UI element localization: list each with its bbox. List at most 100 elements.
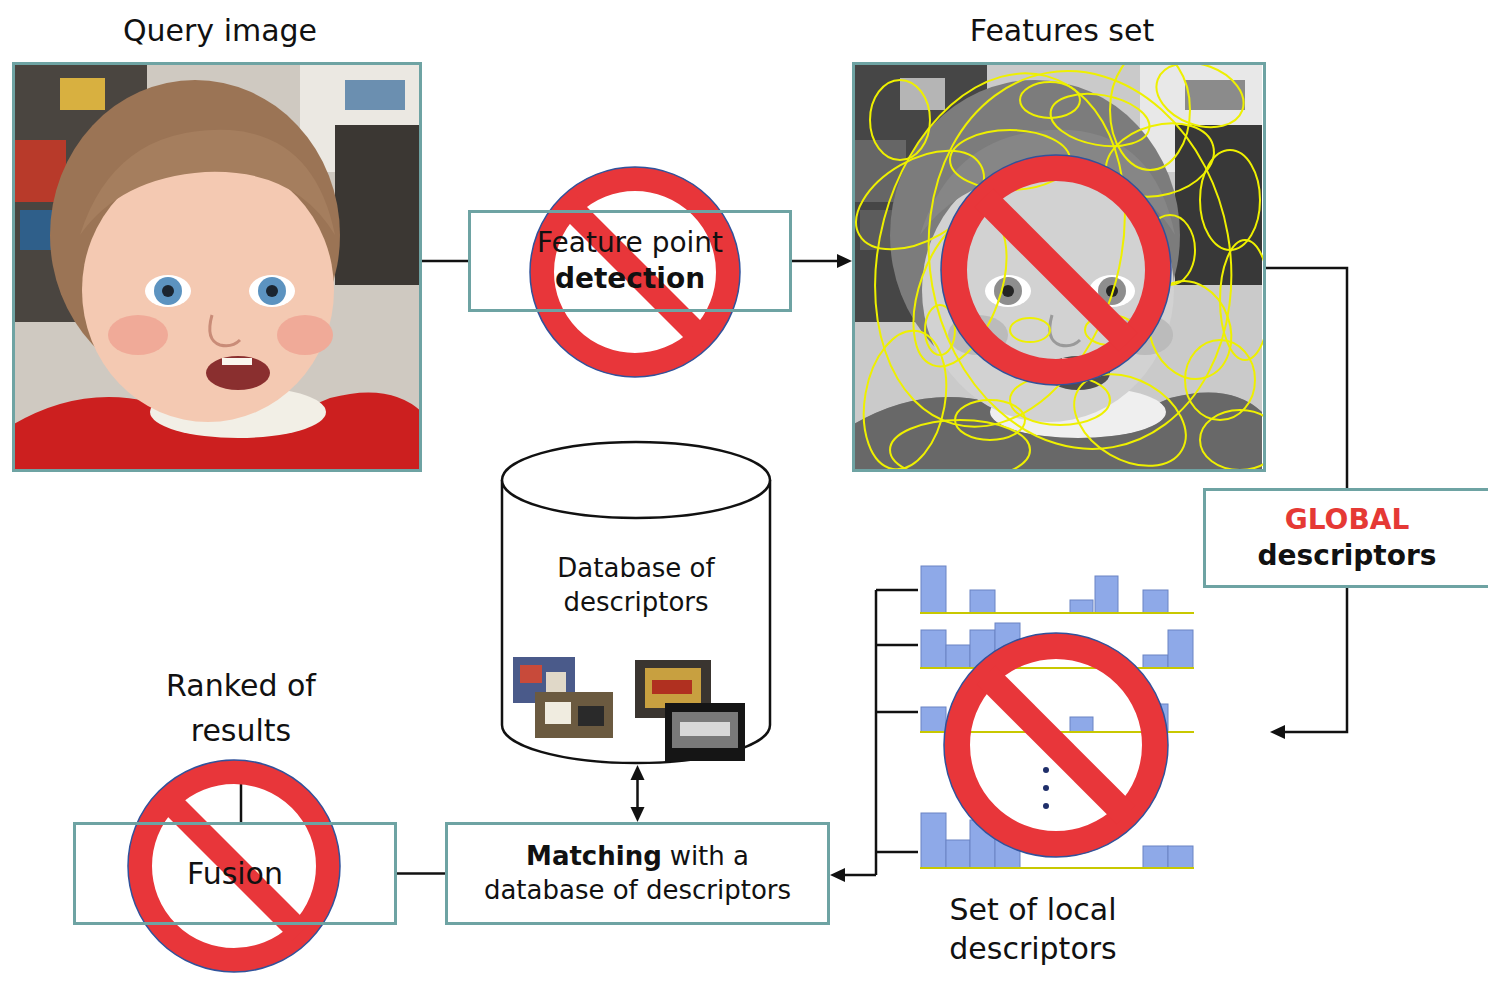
text-wrap: GLOBALdescriptors [1258, 502, 1437, 575]
prohibition-signs-part [944, 633, 1168, 857]
connector [792, 254, 852, 268]
node-text: Feature point [537, 225, 723, 261]
histogram-set-part-part [921, 566, 946, 613]
descriptor-bracket-part [875, 590, 878, 875]
process-box: Matchingwith a database of descriptors [445, 822, 830, 925]
node-text: Query image [0, 11, 455, 50]
histogram-set-part-part [921, 630, 946, 668]
prohibition-signs-part [941, 155, 1171, 385]
descriptor-bracket-part [876, 711, 918, 714]
connector-line [840, 874, 876, 877]
prohibition-signs-part [530, 167, 740, 377]
free-label: Ranked of results [131, 663, 351, 753]
cylinder-part [680, 722, 730, 736]
features-photo-part [852, 62, 1262, 472]
histogram-set-part-part [1143, 590, 1168, 613]
prohibition-signs-part-part [975, 189, 1138, 352]
node-text: GLOBAL [1258, 502, 1437, 538]
text-wrap: Database of descriptors [500, 552, 772, 620]
features-photo-part-part [1110, 62, 1190, 170]
histogram-set-part-part [1168, 630, 1193, 668]
histogram-set-part-part [946, 840, 970, 868]
prohibition-signs-part-part [977, 666, 1135, 824]
histogram-set-part-part [921, 813, 946, 868]
connector-line [1280, 588, 1347, 732]
node-text: detection [537, 261, 723, 297]
features-photo-part-part [899, 62, 1260, 472]
cylinder-part [535, 692, 613, 738]
image-panel: Query image [12, 62, 422, 472]
histogram-set-part-part [920, 667, 1194, 669]
features-photo-part-part [852, 62, 1162, 455]
features-photo-part-part [853, 324, 956, 472]
features-photo-part-part [955, 400, 1025, 440]
features-photo-part-part [1010, 318, 1050, 342]
connector-line [636, 775, 639, 812]
process-box: Fusion [73, 822, 397, 925]
histogram-panel: Set of local descriptors [876, 560, 1270, 978]
histogram-set-part-part [1043, 785, 1049, 791]
caption-wrap: Set of local descriptors [908, 890, 1158, 968]
connector [422, 261, 468, 262]
features-photo-part-part [890, 420, 1030, 472]
cylinder-part [645, 668, 701, 708]
descriptor-bracket-part [876, 644, 918, 647]
features-photo-part-part [870, 80, 930, 160]
query-photo-part [12, 62, 422, 472]
arrow-head [631, 765, 645, 780]
prohibition-signs-part-part [159, 791, 309, 941]
arrow-head [631, 807, 645, 822]
connector [830, 868, 876, 882]
histogram-set-part-part [1095, 576, 1118, 613]
prohibition-signs-part-part [530, 167, 740, 377]
histogram-set-part-part [920, 867, 1194, 869]
descriptor-bracket [876, 590, 918, 875]
histogram-set-part-part [920, 612, 1194, 614]
features-photo-part-part [1220, 240, 1266, 360]
descriptor-bracket-part [876, 851, 918, 854]
histogram-set-part-part [970, 590, 995, 613]
node-text: Features set [825, 11, 1299, 50]
prohibition-signs-part-part [140, 772, 328, 960]
features-photo-part-part [1200, 150, 1260, 250]
arrow-head [1270, 725, 1285, 739]
histogram-set [920, 566, 1194, 868]
process-box: GLOBALdescriptors [1203, 488, 1488, 588]
connector-line [422, 260, 468, 263]
connector [631, 765, 645, 822]
cylinder-part [672, 712, 738, 748]
histogram-set-part [1043, 767, 1049, 809]
features-photo-part-part [1185, 340, 1255, 420]
node-text: Database of descriptors [521, 552, 751, 620]
connector-line [397, 872, 445, 875]
features-photo-part-part [1046, 87, 1153, 154]
cylinder-part [545, 702, 571, 724]
cylinder-part [520, 665, 542, 683]
connector [397, 873, 445, 874]
connector [1270, 588, 1347, 739]
prohibition-signs-part-part [944, 633, 1168, 857]
histogram-set-part-part [1070, 717, 1093, 732]
features-photo-part-part [1200, 410, 1266, 470]
descriptor-bracket-part [876, 589, 918, 592]
prohibition-signs-part [128, 760, 340, 972]
image-panel: Features set [852, 62, 1266, 472]
features-photo-part [852, 62, 1266, 472]
cylinder-part [665, 703, 745, 761]
connector [1266, 268, 1347, 488]
cylinder-part [502, 442, 770, 518]
process-box: Feature pointdetection [468, 210, 792, 312]
prohibition-signs-part-part [954, 168, 1158, 372]
prohibition-signs [128, 155, 1171, 972]
histogram-set-part-part [1043, 803, 1049, 809]
cylinder-part [502, 480, 770, 763]
text-wrap: Fusion [187, 854, 283, 893]
histogram-set-part [921, 566, 1193, 868]
text-wrap: Matchingwith a database of descriptors [465, 840, 810, 908]
features-photo-part-part [1147, 62, 1252, 139]
histogram-set-part-part [921, 707, 946, 732]
histogram-set-part-part [1143, 655, 1168, 668]
features-photo-part-part [1020, 82, 1080, 118]
database-cylinder: Database of descriptors [500, 440, 772, 765]
